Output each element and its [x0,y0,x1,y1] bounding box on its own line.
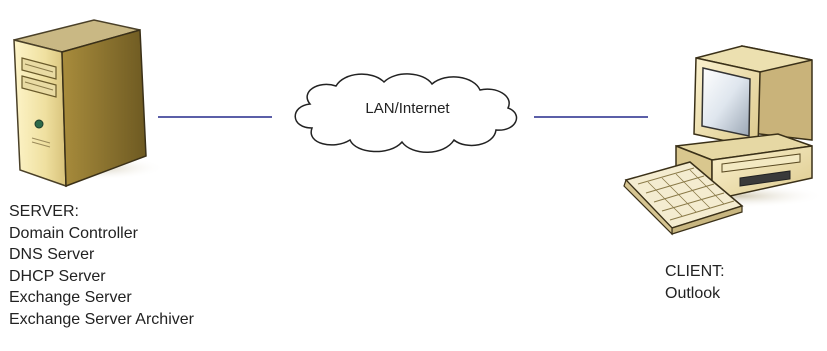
server-role: Exchange Server Archiver [9,310,194,328]
cloud-icon [294,73,518,153]
client-caption: CLIENT: Outlook [665,261,725,304]
client-title: CLIENT: [665,263,725,280]
server-title: SERVER: [9,203,79,220]
server-role: DHCP Server [9,267,106,285]
server-role: Domain Controller [9,224,138,242]
server-role: DNS Server [9,246,95,263]
desktop-computer-icon [623,45,825,236]
server-caption: SERVER: Domain Controller DNS Server DHC… [9,201,194,330]
server-tower-icon [13,19,165,188]
network-label: LAN/Internet [365,100,450,117]
client-app: Outlook [665,284,721,302]
server-role: Exchange Server [9,289,132,306]
